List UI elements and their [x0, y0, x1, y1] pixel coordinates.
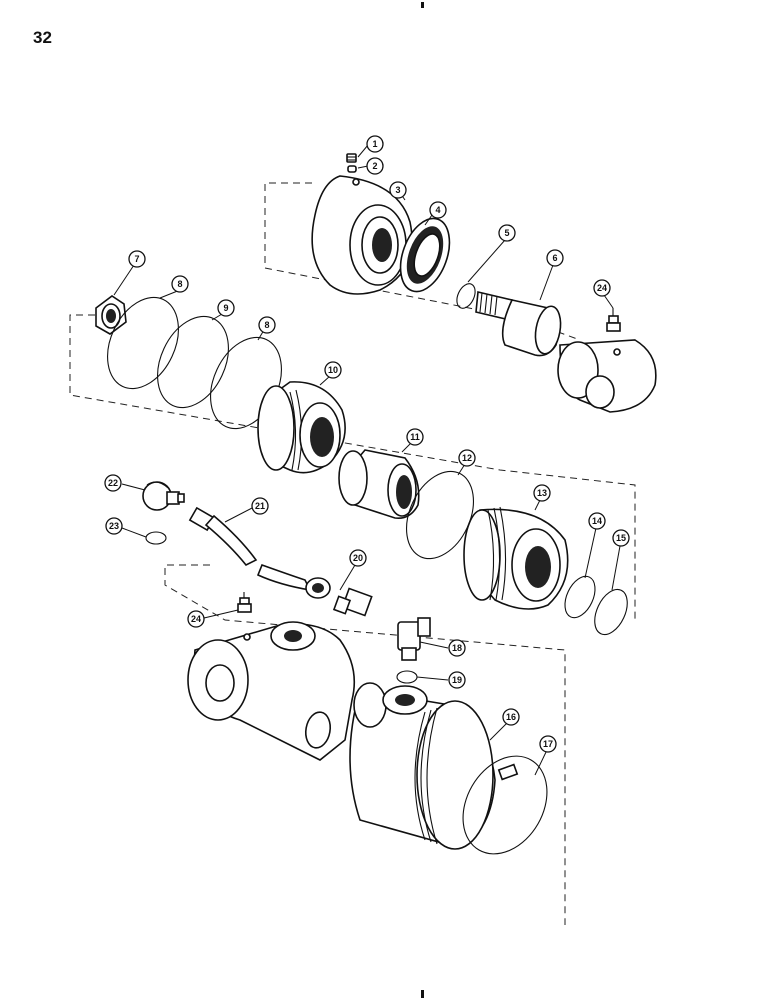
part-6-piston-rod — [475, 291, 657, 413]
leader-lines — [113, 144, 621, 776]
callout: 2 — [366, 157, 384, 175]
callout-label: 21 — [255, 501, 265, 511]
callout-label: 17 — [543, 739, 553, 749]
callout-label: 12 — [462, 453, 472, 463]
part-8-backup-ring-left — [107, 296, 179, 390]
callout: 6 — [546, 249, 564, 267]
part-23-washer — [145, 531, 167, 545]
callout: 13 — [533, 484, 551, 502]
callout-label: 20 — [353, 553, 363, 563]
callout: 16 — [502, 708, 520, 726]
part-3-gland-nut — [311, 175, 413, 295]
part-24-grease-fitting-upper — [606, 308, 621, 332]
part-19-washer — [396, 670, 418, 684]
part-14-o-ring — [564, 575, 596, 619]
page-number: 32 — [33, 28, 52, 47]
callout-label: 5 — [504, 228, 509, 238]
callout: 5 — [498, 224, 516, 242]
part-20-connector — [332, 587, 373, 617]
callout-label: 19 — [452, 675, 462, 685]
callout: 4 — [429, 201, 447, 219]
callout-label: 16 — [506, 712, 516, 722]
callout-label: 14 — [592, 516, 602, 526]
callout-label: 24 — [191, 614, 201, 624]
part-17-clamp — [462, 755, 548, 855]
callout-label: 9 — [223, 303, 228, 313]
part-1-set-screw — [346, 153, 357, 163]
part-21-tube — [188, 506, 331, 599]
callout: 14 — [588, 512, 606, 530]
callout-label: 18 — [452, 643, 462, 653]
callout-label: 10 — [328, 365, 338, 375]
part-18-elbow — [397, 617, 431, 661]
registration-mark-bottom — [421, 990, 424, 998]
callout: 24 — [593, 279, 611, 297]
part-22-elbow-fitting — [142, 481, 185, 511]
callout: 7 — [128, 250, 146, 268]
part-7-hex-nut — [95, 295, 127, 335]
callout-label: 6 — [552, 253, 557, 263]
part-15-backup-ring — [594, 588, 628, 636]
callout-label: 8 — [177, 279, 182, 289]
callout: 1 — [366, 135, 384, 153]
part-13-cylinder-head — [463, 506, 569, 610]
callout: 10 — [324, 361, 342, 379]
registration-mark-top — [421, 2, 424, 8]
callout: 23 — [105, 517, 123, 535]
part-10-piston — [257, 381, 346, 474]
callout-label: 13 — [537, 488, 547, 498]
callout-label: 22 — [108, 478, 118, 488]
callout: 9 — [217, 299, 235, 317]
callout: 15 — [612, 529, 630, 547]
callout: 17 — [539, 735, 557, 753]
callout-label: 1 — [372, 139, 377, 149]
callout-label: 7 — [134, 254, 139, 264]
part-24-grease-fitting-lower — [237, 592, 252, 613]
callout: 8 — [258, 316, 276, 334]
callout-label: 8 — [264, 320, 269, 330]
callout: 24 — [187, 610, 205, 628]
part-11-spacer-tube — [338, 449, 420, 520]
part-9-o-ring — [157, 315, 229, 409]
part-16-barrel-front — [349, 682, 496, 850]
callout-label: 15 — [616, 533, 626, 543]
callout: 11 — [406, 428, 424, 446]
callout-label: 4 — [435, 205, 440, 215]
part-5-snap-ring — [456, 283, 476, 309]
callout: 20 — [349, 549, 367, 567]
callout-label: 24 — [597, 283, 607, 293]
callout: 12 — [458, 449, 476, 467]
callout-label: 2 — [372, 161, 377, 171]
callout-label: 23 — [109, 521, 119, 531]
callout: 18 — [448, 639, 466, 657]
callout: 8 — [171, 275, 189, 293]
callout: 19 — [448, 671, 466, 689]
part-4-wiper-seal — [399, 217, 451, 293]
cylinder-barrel-rear — [187, 621, 356, 761]
callout: 21 — [251, 497, 269, 515]
callout-label: 11 — [410, 432, 420, 442]
callout: 3 — [389, 181, 407, 199]
part-2-plug — [347, 165, 357, 173]
callout-label: 3 — [395, 185, 400, 195]
callout: 22 — [104, 474, 122, 492]
